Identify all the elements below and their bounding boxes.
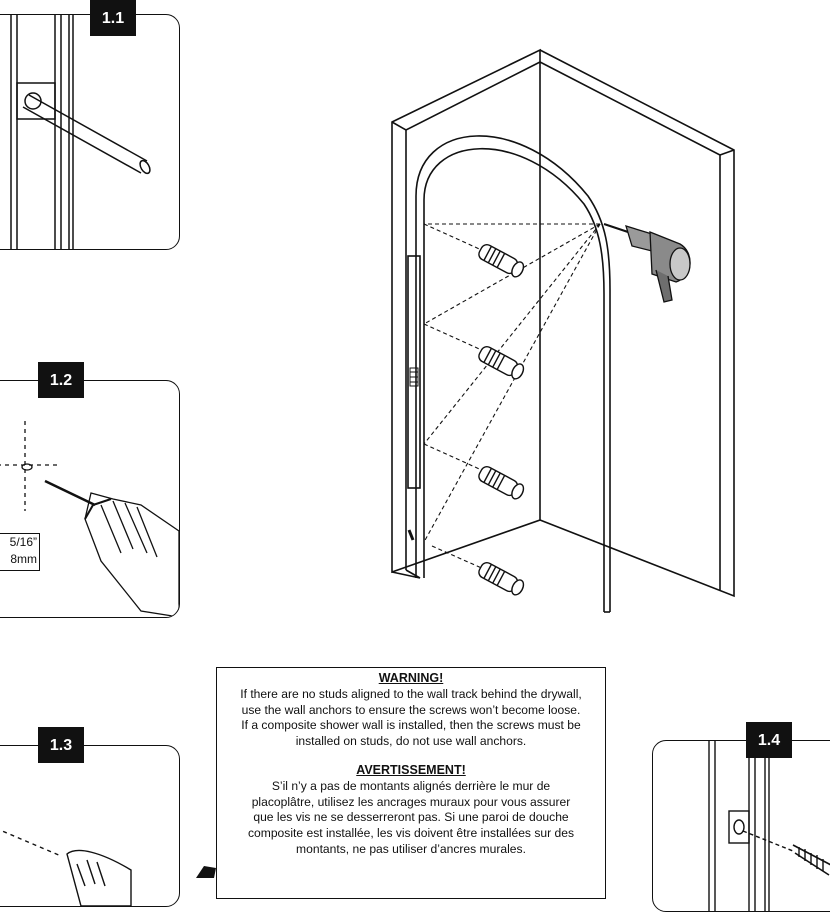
drill-bit-size-label: 5/16” 8mm bbox=[0, 533, 40, 571]
step-1-1-panel bbox=[0, 14, 180, 250]
warning-line-en-1: If there are no studs aligned to the wal… bbox=[240, 686, 582, 701]
drill-bit-size-inches: 5/16” bbox=[9, 535, 37, 549]
step-1-1-illustration bbox=[10, 15, 151, 249]
step-1-3-tag: 1.3 bbox=[38, 727, 84, 763]
step-1-4-tag: 1.4 bbox=[746, 722, 792, 758]
warning-line-en-2: use the wall anchors to ensure the screw… bbox=[241, 702, 581, 717]
step-1-1-tag: 1.1 bbox=[90, 0, 136, 36]
warning-line-fr-2: placoplâtre, utilisez les ancrages murau… bbox=[251, 794, 571, 809]
warning-box: WARNING! If there are no studs aligned t… bbox=[216, 667, 606, 899]
warning-line-en-4: installed on studs, do not use wall anch… bbox=[295, 734, 527, 749]
warning-title-en: WARNING! bbox=[378, 671, 444, 685]
drill-bit-size-mm: 8mm bbox=[10, 552, 37, 566]
step-1-2-panel bbox=[0, 380, 180, 618]
warning-title-fr: AVERTISSEMENT! bbox=[356, 762, 466, 777]
warning-line-fr-1: S’il n’y a pas de montants alignés derri… bbox=[271, 778, 551, 793]
step-1-2-tag: 1.2 bbox=[38, 362, 84, 398]
warning-line-fr-3: que les vis ne se desserreront pas. Si u… bbox=[253, 810, 569, 825]
warning-line-fr-5: montants, ne pas utiliser d’ancres mural… bbox=[296, 841, 526, 856]
warning-line-en-3: If a composite shower wall is installed,… bbox=[241, 718, 581, 733]
warning-line-fr-4: composite est installée, les vis doivent… bbox=[247, 826, 575, 841]
step-1-2-illustration bbox=[0, 421, 179, 617]
main-installation-diagram bbox=[391, 48, 735, 613]
